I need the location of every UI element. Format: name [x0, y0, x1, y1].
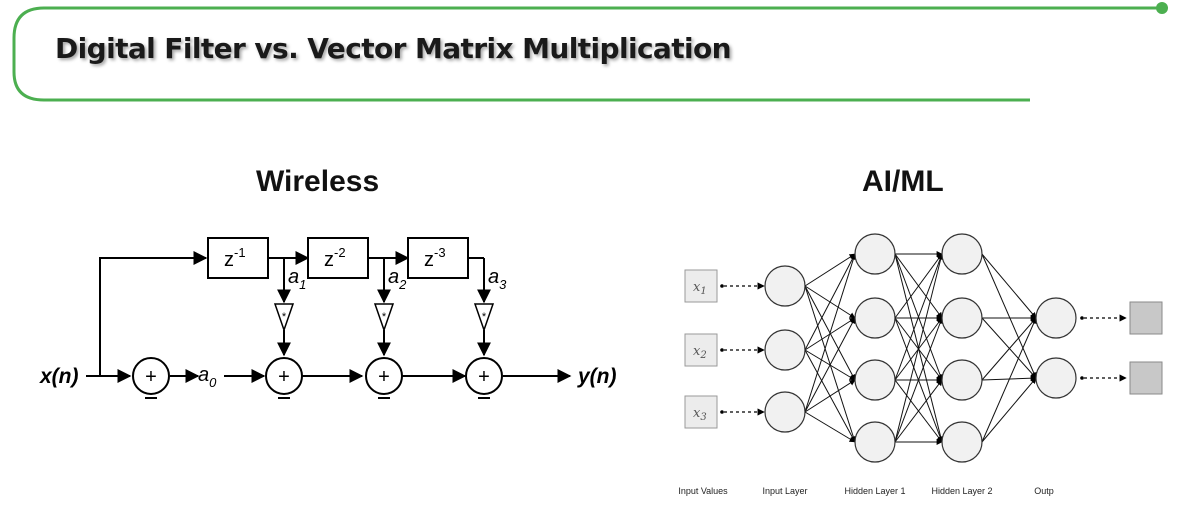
coefficient-label: a2: [388, 266, 407, 292]
nn-connections: [804, 251, 1037, 445]
nn-connection: [804, 379, 856, 413]
nn-connection: [981, 253, 1037, 379]
output-value-box: [1129, 361, 1163, 395]
input-value-box: [684, 269, 718, 303]
input-value-label: x1: [693, 280, 707, 297]
input-value-box: [684, 333, 718, 367]
adder-symbol: +: [278, 366, 290, 388]
hidden-layer-2-neuron: [941, 297, 983, 339]
title-frame-top-line: [12, 6, 1158, 39]
nn-connection: [894, 253, 943, 381]
layer-label: Outp: [1034, 486, 1054, 496]
hidden-layer-1-neuron: [854, 297, 896, 339]
input-value-label: x2: [693, 344, 707, 361]
delay-feed-wire: [99, 251, 208, 376]
delay-label: z-1: [224, 245, 246, 271]
input-layer-neuron: [764, 391, 806, 433]
output-dot: [1080, 316, 1084, 320]
multiplier-triangle: [473, 303, 495, 333]
input-dot: [720, 410, 724, 414]
nn-connection: [804, 411, 856, 443]
delay-block: [407, 237, 469, 279]
title-frame-bottom-line: [12, 38, 1030, 102]
nn-connection: [981, 317, 1037, 379]
hidden-layer-1-neuron: [854, 421, 896, 463]
multiplier-symbol: *: [282, 311, 287, 323]
layer-label: Hidden Layer 2: [931, 486, 992, 496]
aiml-heading: AI/ML: [862, 165, 944, 198]
adder-symbol: +: [478, 366, 490, 388]
coefficient-label: a3: [488, 266, 507, 292]
input-dot: [720, 284, 724, 288]
delay-label: z-2: [324, 245, 346, 271]
adder-symbol: +: [378, 366, 390, 388]
input-layer-neuron: [764, 265, 806, 307]
layer-label: Input Layer: [762, 486, 807, 496]
hidden-layer-1-neuron: [854, 233, 896, 275]
adder-circle: [132, 357, 170, 395]
nn-connection: [981, 253, 1037, 319]
input-value-label: x3: [693, 406, 707, 423]
output-value-box: [1129, 301, 1163, 335]
adder-circle: [465, 357, 503, 395]
wireless-heading: Wireless: [256, 165, 380, 198]
multiplier-symbol: *: [382, 311, 387, 323]
delay-label: z-3: [424, 245, 446, 271]
title-frame: [12, 2, 1168, 102]
page-title: Digital Filter vs. Vector Matrix Multipl…: [55, 32, 732, 65]
delay-block: [307, 237, 369, 279]
nn-neurons: [764, 233, 1077, 463]
input-dot: [720, 348, 724, 352]
output-layer-neuron: [1035, 297, 1077, 339]
output-signal-label: y(n): [577, 365, 617, 388]
output-dot: [1080, 376, 1084, 380]
multiplier-triangle: [373, 303, 395, 333]
nn-connection: [804, 253, 856, 287]
hidden-layer-1-neuron: [854, 359, 896, 401]
nn-connection: [894, 379, 943, 443]
delay-block: [207, 237, 269, 279]
hidden-layer-2-neuron: [941, 233, 983, 275]
input-layer-neuron: [764, 329, 806, 371]
hidden-layer-2-neuron: [941, 421, 983, 463]
nn-connection: [894, 253, 943, 319]
adder-circle: [365, 357, 403, 395]
nn-connection: [804, 253, 856, 351]
nn-connection: [894, 317, 943, 443]
layer-label: Hidden Layer 1: [844, 486, 905, 496]
adder-symbol: +: [145, 366, 157, 388]
nn-connection: [981, 377, 1037, 443]
layer-label: Input Values: [678, 486, 728, 496]
nn-connection: [981, 317, 1037, 381]
multiplier-triangle: [273, 303, 295, 333]
hidden-layer-2-neuron: [941, 359, 983, 401]
nn-connection: [894, 253, 944, 443]
input-signal-label: x(n): [39, 365, 79, 388]
output-layer-neuron: [1035, 357, 1077, 399]
coefficient-label: a0: [198, 364, 217, 390]
multiplier-symbol: *: [482, 311, 487, 323]
title-frame-end-dot: [1156, 2, 1168, 14]
adder-circle: [265, 357, 303, 395]
nn-connection: [804, 317, 856, 413]
input-value-box: [684, 395, 718, 429]
coefficient-label: a1: [288, 266, 306, 292]
nn-connection: [981, 317, 1037, 443]
nn-connection: [804, 253, 857, 413]
